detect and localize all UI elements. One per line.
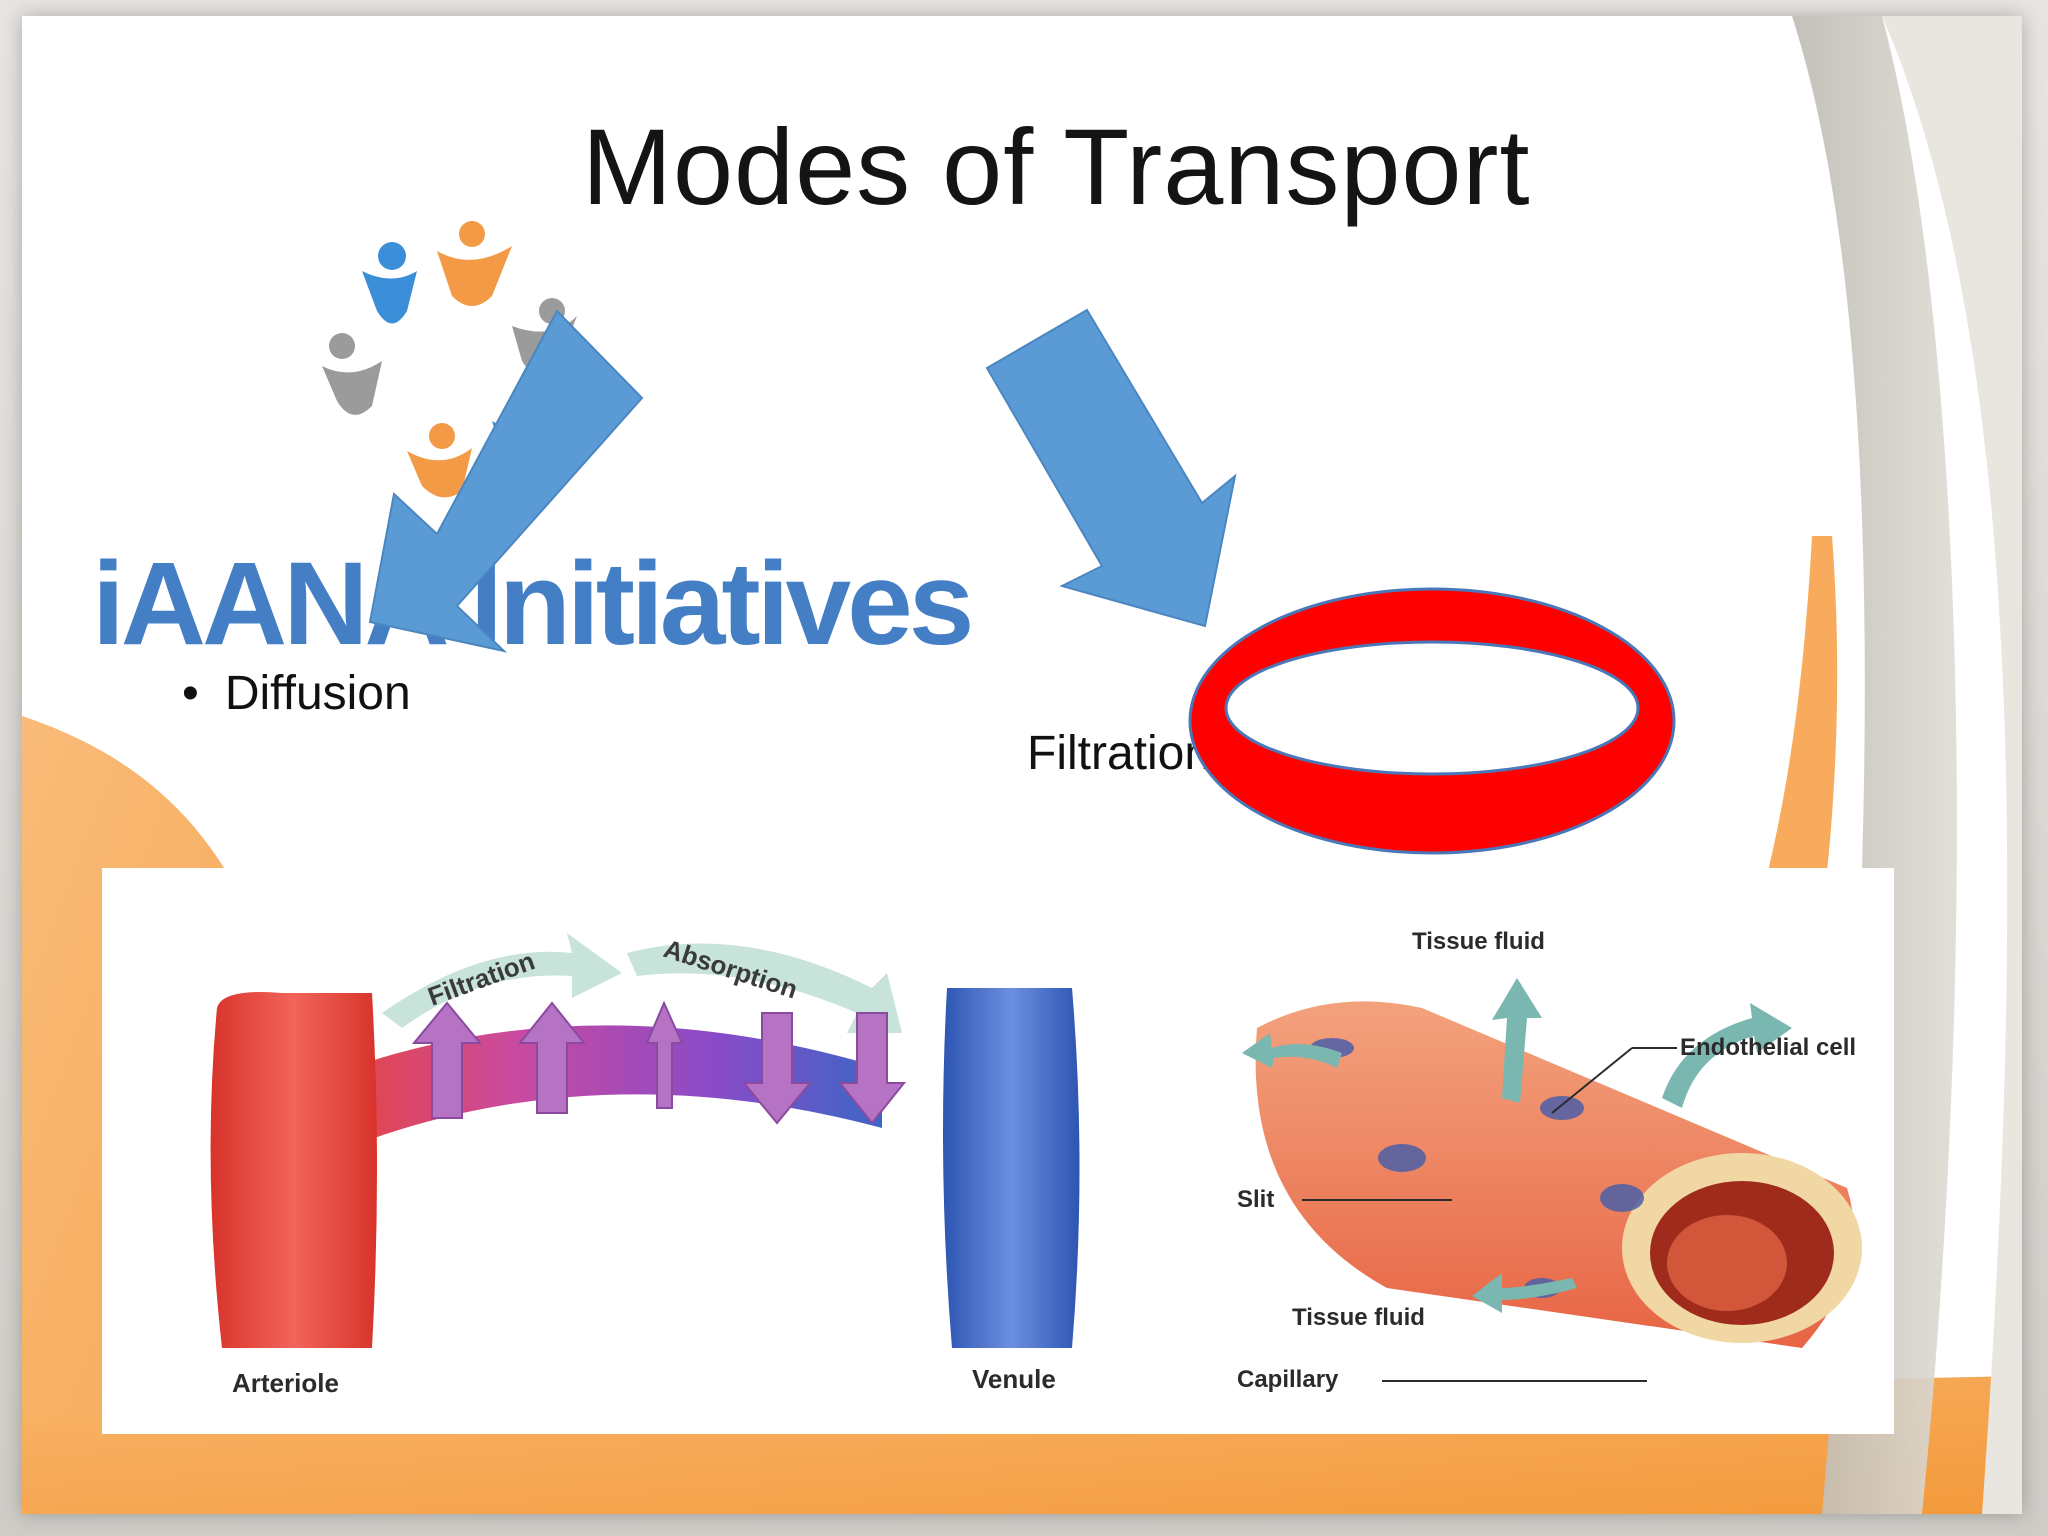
venule-vessel	[943, 988, 1080, 1348]
tissue-fluid-bottom-label: Tissue fluid	[1292, 1304, 1425, 1331]
diagram-panel: Filtration Absorption	[102, 868, 1894, 1434]
filtration-label: Filtration	[1027, 727, 1212, 780]
logo-text: iAANA Initiatives	[92, 538, 974, 670]
capillary-exchange-diagram: Filtration Absorption	[210, 933, 1862, 1382]
slit-label: Slit	[1237, 1186, 1275, 1213]
tissue-fluid-top-label: Tissue fluid	[1412, 928, 1545, 955]
venule-label: Venule	[972, 1364, 1056, 1394]
bullet-text: Diffusion	[224, 667, 411, 720]
arteriole-vessel	[210, 992, 377, 1348]
capillary-label: Capillary	[1237, 1366, 1339, 1393]
endothelial-cell-label: Endothelial cell	[1680, 1034, 1857, 1061]
slide: Modes of Transport iAANA Initiatives • Di…	[22, 16, 2022, 1514]
arteriole-label: Arteriole	[232, 1368, 339, 1398]
arrows-layer	[368, 308, 1237, 653]
bullet-dot: •	[182, 667, 199, 720]
arrow-down-left	[368, 309, 644, 653]
red-ring	[1188, 587, 1676, 855]
bullet-item: • Diffusion	[182, 666, 411, 721]
arrow-down-right	[985, 308, 1237, 628]
filtration-arrow-label: Filtration	[424, 945, 539, 1011]
logo: iAANA Initiatives	[92, 216, 974, 670]
slide-title: Modes of Transport	[582, 106, 1531, 227]
